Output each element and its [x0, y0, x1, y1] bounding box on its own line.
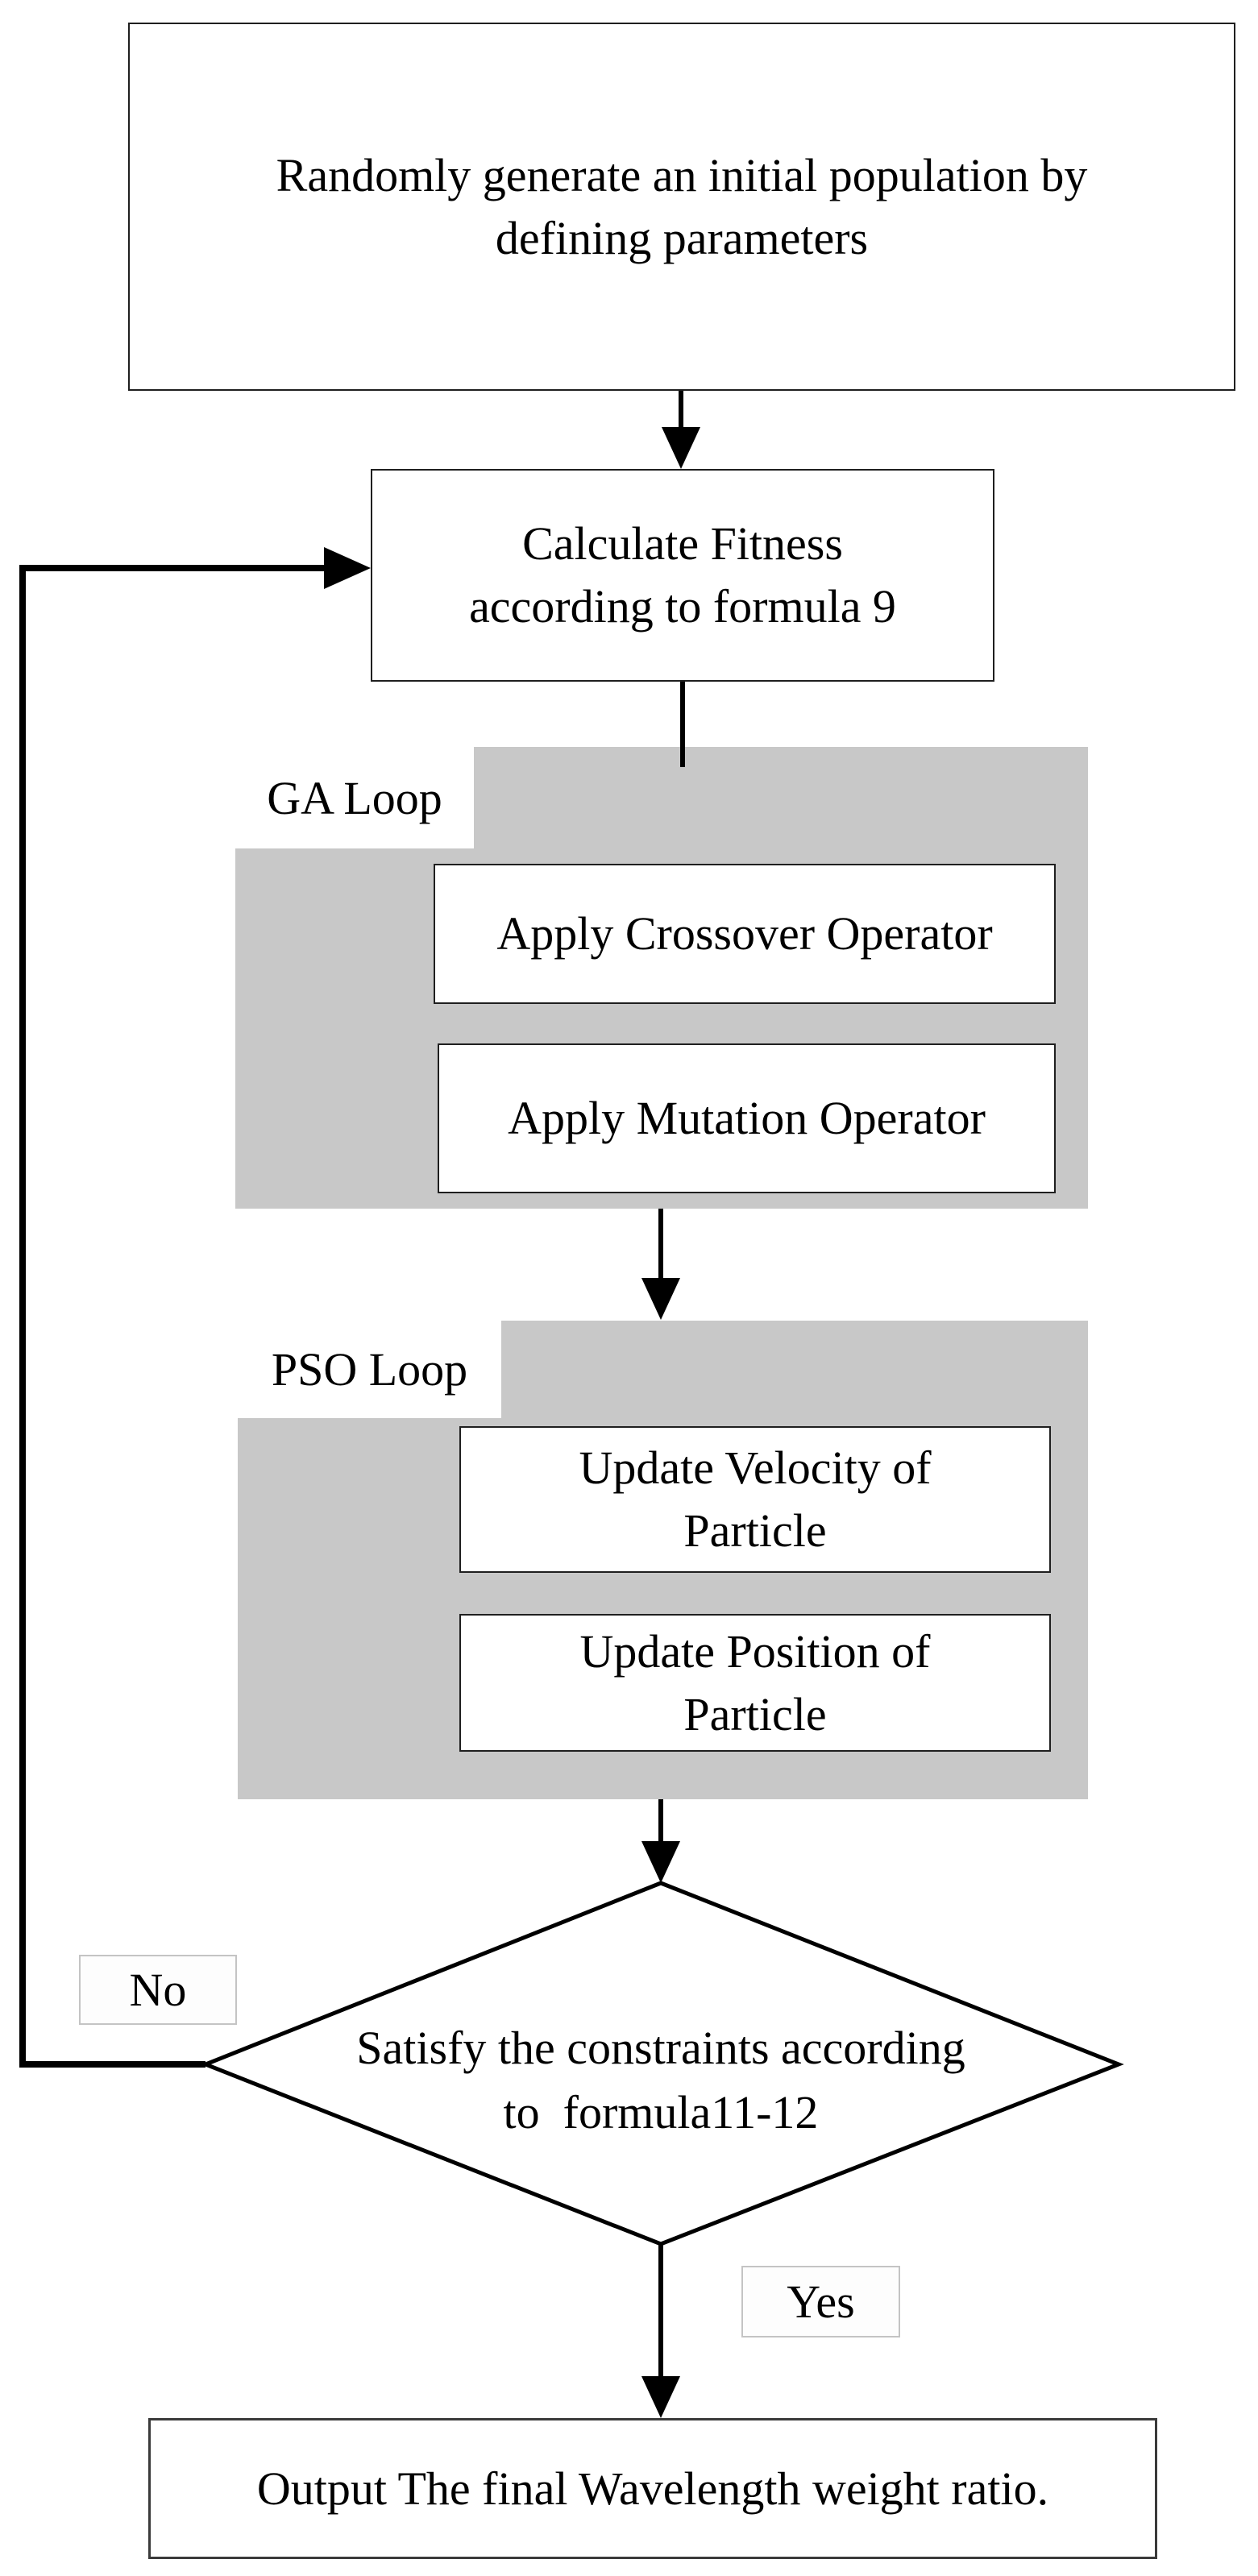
calculate-fitness-box: Calculate Fitness according to formula 9: [371, 469, 994, 682]
decision-text: Satisfy the constraints according to for…: [258, 2016, 1064, 2145]
pso-loop-label-text: PSO Loop: [271, 1343, 468, 1396]
decision-line2: to formula11-12: [503, 2086, 819, 2138]
output-box: Output The final Wavelength weight ratio…: [148, 2418, 1157, 2559]
calculate-fitness-line2: according to formula 9: [469, 580, 896, 633]
update-position-box: Update Position of Particle: [459, 1614, 1051, 1752]
ga-loop-label-text: GA Loop: [267, 771, 442, 824]
update-position-line2: Particle: [683, 1687, 827, 1740]
arrow-pso-to-decision-head: [641, 1841, 680, 1883]
decision-line1: Satisfy the constraints according: [356, 2022, 965, 2074]
arrow-ga-to-pso-head: [641, 1278, 680, 1320]
calculate-fitness-line1: Calculate Fitness: [522, 517, 843, 570]
mutation-box-text: Apply Mutation Operator: [508, 1092, 986, 1144]
update-velocity-box: Update Velocity of Particle: [459, 1426, 1051, 1573]
yes-branch-label: Yes: [741, 2266, 900, 2337]
update-velocity-line1: Update Velocity of: [579, 1441, 932, 1494]
no-loop-line: [19, 565, 324, 2068]
pso-loop-label: PSO Loop: [238, 1321, 501, 1418]
start-box-line2: defining parameters: [495, 211, 869, 264]
start-box-line1: Randomly generate an initial population …: [276, 148, 1088, 201]
ga-loop-label: GA Loop: [235, 747, 474, 848]
no-branch-label-text: No: [129, 1964, 187, 2016]
update-position-line1: Update Position of: [579, 1624, 931, 1678]
crossover-box: Apply Crossover Operator: [434, 864, 1056, 1004]
no-branch-label: No: [79, 1955, 237, 2025]
update-velocity-line2: Particle: [683, 1504, 827, 1557]
arrow-start-to-fitness-head: [662, 427, 700, 469]
mutation-box: Apply Mutation Operator: [438, 1043, 1056, 1193]
crossover-box-text: Apply Crossover Operator: [496, 907, 993, 960]
output-box-text: Output The final Wavelength weight ratio…: [256, 2462, 1049, 2515]
yes-branch-label-text: Yes: [787, 2275, 855, 2328]
no-loop-arrow-head: [324, 547, 371, 589]
start-box: Randomly generate an initial population …: [128, 23, 1235, 391]
arrow-decision-to-output-head: [641, 2376, 680, 2418]
